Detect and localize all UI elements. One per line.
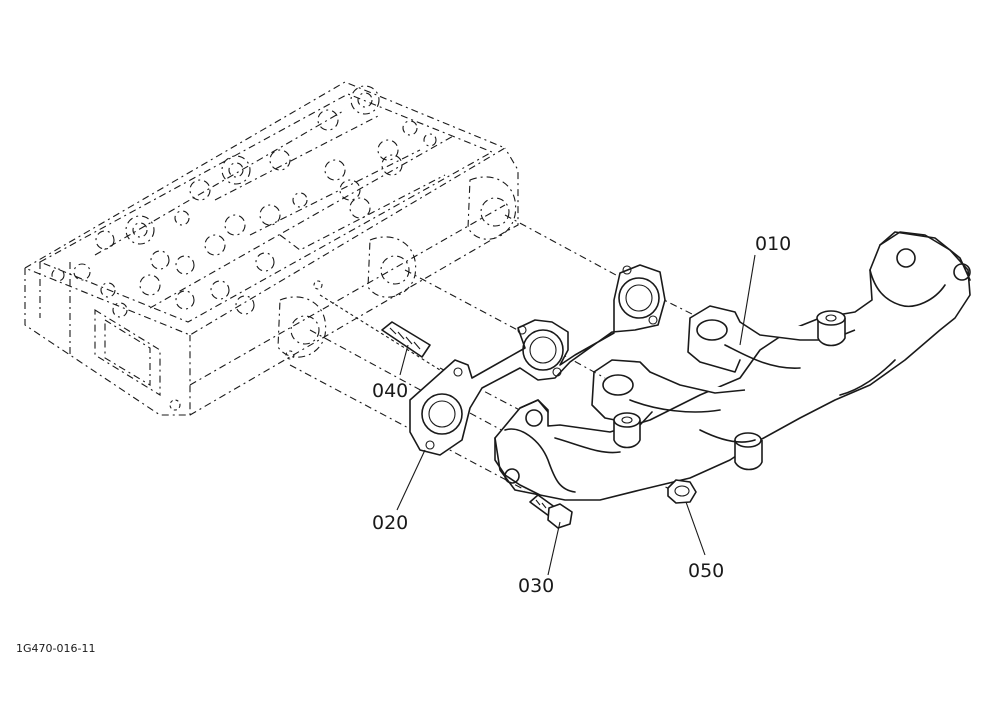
exhaust-manifold — [494, 231, 971, 501]
part-label-050: 050 — [688, 560, 724, 582]
hex-nut — [667, 479, 697, 504]
exhaust-gasket — [409, 264, 666, 456]
part-label-010: 010 — [755, 233, 791, 255]
cylinder-head-outline — [23, 81, 519, 416]
leader-lines — [396, 254, 756, 576]
stud-bolt — [381, 321, 431, 358]
figure-code: 1G470-016-11 — [16, 642, 95, 655]
part-label-040: 040 — [372, 380, 408, 402]
flange-bolt — [529, 494, 573, 529]
part-label-030: 030 — [518, 575, 554, 597]
part-label-020: 020 — [372, 512, 408, 534]
